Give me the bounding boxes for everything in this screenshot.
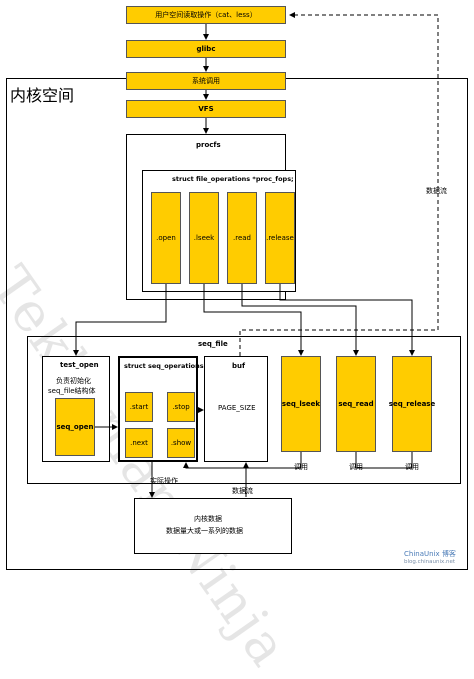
arrow-release-seqrelease xyxy=(279,284,415,356)
proc-op-open: .open xyxy=(151,192,181,284)
dashed-data-flow xyxy=(239,12,439,356)
seq-lseek-box: seq_lseek xyxy=(281,356,321,452)
seq-operations-title: struct seq_operations xyxy=(124,362,204,370)
arrow-release-call xyxy=(356,452,413,469)
arrow-lseek-seqlseek xyxy=(203,284,304,356)
seq-op-start: .start xyxy=(125,392,153,422)
test-open-title: test_open xyxy=(60,361,99,369)
syscall-label: 系统调用 xyxy=(192,77,220,85)
init-desc-line1: 负责初始化 xyxy=(56,377,91,385)
syscall-box: 系统调用 xyxy=(126,72,286,90)
seq-op-label: .show xyxy=(170,439,192,447)
procfs-title: procfs xyxy=(196,141,221,149)
init-desc-line2: seq_file结构体 xyxy=(48,387,96,395)
seq-op-next: .next xyxy=(125,428,153,458)
seq-op-stop: .stop xyxy=(167,392,195,422)
user-space-label: 用户空间读取操作（cat、less） xyxy=(155,11,257,19)
kernel-data-desc: 数据量大或一系列的数据 xyxy=(166,527,243,535)
seq-open-box: seq_open xyxy=(55,398,95,456)
seq-op-show: .show xyxy=(167,428,195,458)
vfs-label: VFS xyxy=(198,105,214,113)
seq-file-box xyxy=(27,336,461,484)
seq-file-title: seq_file xyxy=(198,340,228,348)
seq-op-label: .start xyxy=(129,403,149,411)
page-size-label: PAGE_SIZE xyxy=(218,404,256,412)
seq-op-label: .stop xyxy=(172,403,190,411)
data-flow-label: 数据流 xyxy=(426,187,447,195)
proc-op-label: .open xyxy=(156,234,176,242)
proc-op-release: .release xyxy=(265,192,295,284)
arrow-open-testopen xyxy=(73,284,167,356)
kernel-space-label: 内核空间 xyxy=(10,86,75,105)
data-flow-label: 数据流 xyxy=(232,487,253,495)
kernel-data-title: 内核数据 xyxy=(194,515,222,523)
arrow-read-seqread xyxy=(241,284,359,356)
arrow-lseek-call xyxy=(183,452,302,469)
actual-op-label: 实际操作 xyxy=(150,477,178,485)
kernel-data-box xyxy=(134,498,292,554)
proc-op-lseek: .lseek xyxy=(189,192,219,284)
proc-op-read: .read xyxy=(227,192,257,284)
connector-layer xyxy=(73,12,439,498)
seq-release-label: seq_release xyxy=(388,400,436,408)
chinaunix-url: blog.chinaunix.net xyxy=(404,559,456,565)
seq-read-label: seq_read xyxy=(338,400,374,408)
vfs-box: VFS xyxy=(126,100,286,118)
glibc-label: glibc xyxy=(196,45,216,53)
proc-op-label: .read xyxy=(233,234,251,242)
proc-op-label: .release xyxy=(266,234,294,242)
seq-read-box: seq_read xyxy=(336,356,376,452)
seq-op-label: .next xyxy=(130,439,148,447)
chinaunix-logo: ChinaUnix 博客 xyxy=(404,550,456,558)
seq-lseek-label: seq_lseek xyxy=(281,400,321,408)
file-operations-title: struct file_operations *proc_fops; xyxy=(172,175,294,183)
glibc-box: glibc xyxy=(126,40,286,58)
user-space-box: 用户空间读取操作（cat、less） xyxy=(126,6,286,24)
buf-box xyxy=(204,356,268,462)
seq-open-label: seq_open xyxy=(56,423,94,431)
buf-title: buf xyxy=(232,362,246,370)
proc-op-label: .lseek xyxy=(193,234,215,242)
seq-release-box: seq_release xyxy=(388,356,436,452)
